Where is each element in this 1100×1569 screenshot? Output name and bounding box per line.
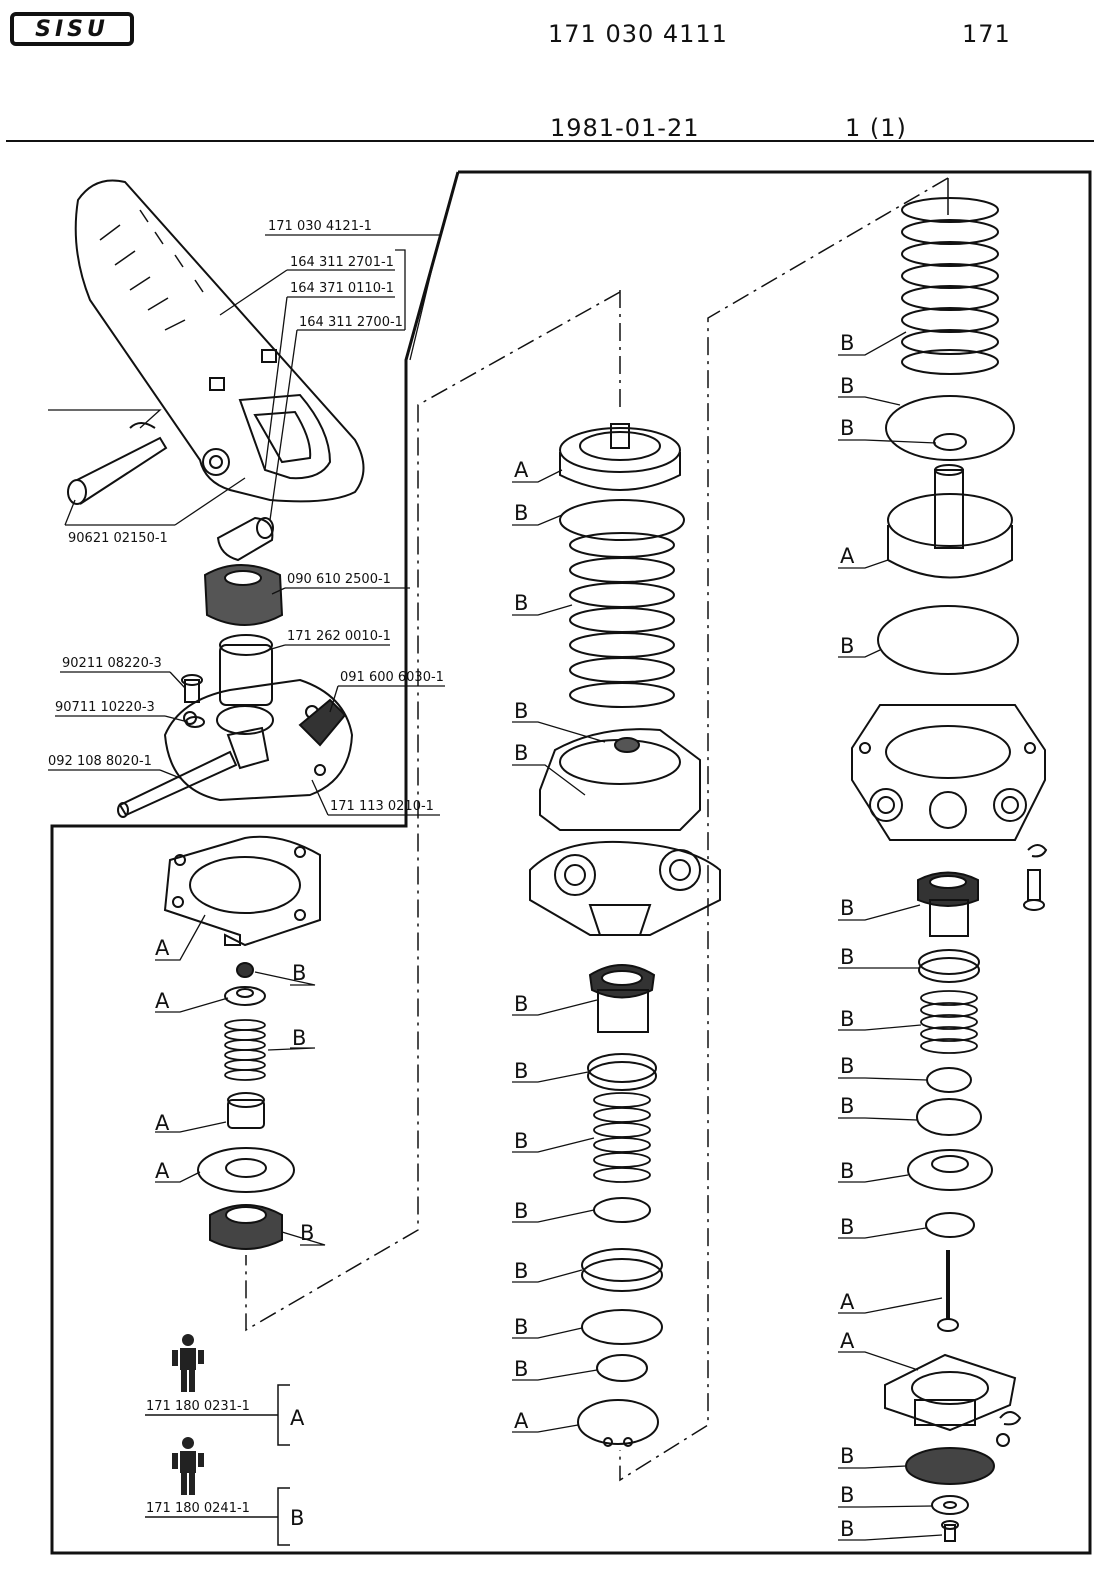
pedal-base xyxy=(117,674,354,818)
pedal-pin xyxy=(67,422,168,505)
kit-letter: B xyxy=(292,961,306,985)
group-code: 171 xyxy=(962,20,1011,48)
kit-letter: A xyxy=(514,1409,529,1433)
worker-icon xyxy=(172,1334,204,1495)
part-number-label: 091 600 6030-1 xyxy=(340,670,444,685)
part-number-label: 092 108 8020-1 xyxy=(48,754,152,769)
assembly-frame xyxy=(50,170,1092,1555)
kit-letter: B xyxy=(840,1159,854,1183)
kit-letter: A xyxy=(840,544,855,568)
kit-number-b: 171 180 0241-1 xyxy=(146,1501,250,1516)
kit-letter: A xyxy=(514,458,529,482)
kit-letter-b: B xyxy=(290,1506,304,1530)
kit-letter: B xyxy=(840,374,854,398)
kit-letter: B xyxy=(840,416,854,440)
right-column-parts xyxy=(851,178,1048,1542)
kit-letter: A xyxy=(155,989,170,1013)
document-number: 171 030 4111 xyxy=(548,20,728,48)
kit-letter: B xyxy=(514,1199,528,1223)
kit-letter: B xyxy=(514,1259,528,1283)
kit-letter: B xyxy=(840,1517,854,1541)
part-number-label: 171 030 4121-1 xyxy=(268,219,372,234)
part-number-label: 90621 02150-1 xyxy=(68,531,168,546)
kit-letter: B xyxy=(514,699,528,723)
rubber-boot xyxy=(203,564,284,626)
kit-letter: B xyxy=(840,896,854,920)
kit-letter: B xyxy=(514,992,528,1016)
kit-number-a: 171 180 0231-1 xyxy=(146,1399,250,1414)
kit-letter: B xyxy=(840,634,854,658)
kit-letter: B xyxy=(514,501,528,525)
part-number-label: 164 371 0110-1 xyxy=(290,281,394,296)
kit-letter: B xyxy=(514,1059,528,1083)
kit-letter: B xyxy=(514,1315,528,1339)
kit-letter: A xyxy=(155,1111,170,1135)
brake-pedal xyxy=(74,179,365,503)
part-number-label: 164 311 2700-1 xyxy=(299,315,403,330)
kit-letter: A xyxy=(155,936,170,960)
kit-letter: A xyxy=(155,1159,170,1183)
part-number-label: 90711 10220-3 xyxy=(55,700,155,715)
kit-letter: B xyxy=(514,741,528,765)
part-number-label: 90211 08220-3 xyxy=(62,656,162,671)
left-column-parts xyxy=(163,835,321,1250)
kit-letter: B xyxy=(840,1444,854,1468)
kit-letter: A xyxy=(840,1290,855,1314)
kit-letter: B xyxy=(840,1054,854,1078)
kit-letter: B xyxy=(840,1007,854,1031)
part-number-label: 164 311 2701-1 xyxy=(290,255,394,270)
pedal-roller xyxy=(216,516,274,562)
logo-text: SISU xyxy=(35,16,109,42)
kit-letter: B xyxy=(514,591,528,615)
kit-letter-a: A xyxy=(290,1406,305,1430)
kit-letter: B xyxy=(300,1221,314,1245)
kit-letter: A xyxy=(840,1329,855,1353)
plunger xyxy=(219,634,273,706)
part-number-label: 171 262 0010-1 xyxy=(287,629,391,644)
kit-letter: B xyxy=(840,945,854,969)
part-number-label: 171 113 0210-1 xyxy=(330,799,434,814)
part-number-label: 090 610 2500-1 xyxy=(287,572,391,587)
middle-column-parts xyxy=(529,423,721,1447)
kit-letter: B xyxy=(292,1026,306,1050)
kit-letter: B xyxy=(514,1129,528,1153)
sisu-logo: SISU xyxy=(10,12,134,46)
kit-letter: B xyxy=(840,1215,854,1239)
kit-letter: B xyxy=(840,1483,854,1507)
kit-letter: B xyxy=(840,1094,854,1118)
kit-letter: B xyxy=(514,1357,528,1381)
document-date: 1981-01-21 xyxy=(550,114,700,142)
page-indicator: 1 (1) xyxy=(845,114,907,142)
kit-letter: B xyxy=(840,331,854,355)
